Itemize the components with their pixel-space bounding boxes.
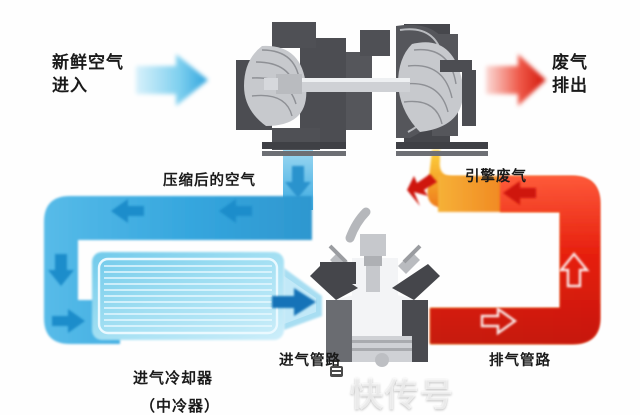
- label-engine-exhaust: 引擎废气: [465, 169, 527, 185]
- label-exhaust-pipe: 排气管路: [489, 353, 551, 369]
- app-badge-icon: [330, 366, 343, 377]
- label-exhaust-out-line1: 废气: [552, 53, 588, 73]
- label-fresh-air-line1: 新鲜空气: [52, 53, 124, 73]
- label-intake-pipe: 进气管路: [279, 353, 341, 369]
- label-exhaust-out: 废气 排出: [552, 52, 588, 98]
- engine-cylinder-head: [310, 207, 440, 367]
- label-intercooler: 进气冷却器: [133, 369, 214, 387]
- turbocharger-cutaway: [236, 22, 488, 156]
- arrow-right-blue-icon: [136, 54, 208, 106]
- arrow-right-red-icon: [486, 54, 546, 106]
- label-compressed-air: 压缩后的空气: [163, 173, 256, 189]
- label-fresh-air-line2: 进入: [52, 75, 88, 96]
- label-exhaust-out-line2: 排出: [552, 75, 588, 96]
- label-fresh-air: 新鲜空气 进入: [52, 52, 124, 98]
- label-intercooler-alt: （中冷器）: [140, 397, 221, 415]
- arrow-down-blue-icon: [285, 166, 311, 198]
